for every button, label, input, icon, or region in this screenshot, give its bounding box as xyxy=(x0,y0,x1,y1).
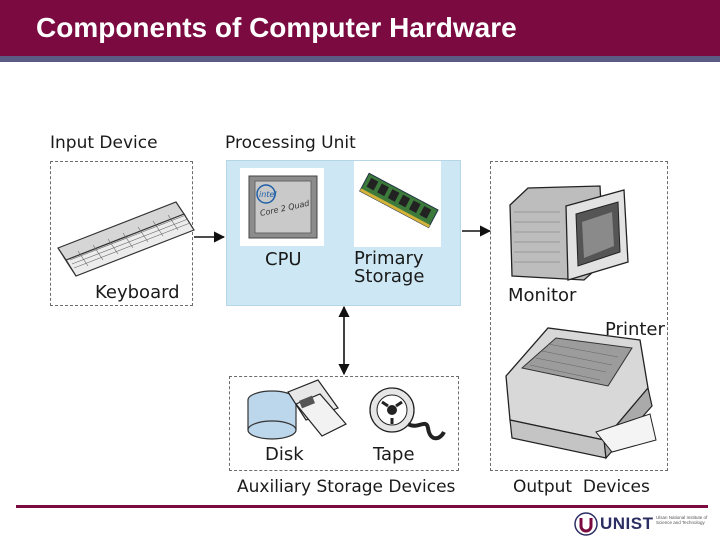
output-devices-box xyxy=(490,161,668,471)
primary-storage-label-line2: Storage xyxy=(354,266,425,287)
unist-logo-text: UNIST xyxy=(600,514,654,533)
unist-logo-subtext: Ulsan National Institute of Science and … xyxy=(656,515,708,525)
ram-module-icon xyxy=(359,172,439,229)
cpu-chip-text: intel xyxy=(259,190,277,199)
disk-icon xyxy=(247,379,347,440)
unist-logo: UNIST Ulsan National Institute of Scienc… xyxy=(574,511,714,537)
printer-label: Printer xyxy=(605,319,665,340)
disk-label: Disk xyxy=(265,444,304,465)
footer-rule xyxy=(16,505,708,508)
keyboard-label: Keyboard xyxy=(95,282,180,303)
title-bar xyxy=(0,0,720,56)
cpu-label: CPU xyxy=(265,249,302,270)
slide-title: Components of Computer Hardware xyxy=(36,12,517,43)
processing-unit-label: Processing Unit xyxy=(225,133,356,153)
monitor-icon xyxy=(509,185,629,281)
keyboard-icon xyxy=(57,201,195,277)
printer-icon xyxy=(505,327,657,460)
primary-storage-label-line1: Primary xyxy=(354,248,424,269)
monitor-label: Monitor xyxy=(508,285,577,306)
output-devices-label: Output Devices xyxy=(513,477,650,497)
auxiliary-storage-box xyxy=(229,376,459,471)
unist-emblem-icon xyxy=(574,512,598,536)
tape-label: Tape xyxy=(373,444,415,465)
tape-icon xyxy=(369,387,446,441)
cpu-chip-icon xyxy=(248,175,318,239)
primary-storage-label: Primary Storage xyxy=(354,250,424,286)
title-stripe xyxy=(0,56,720,62)
input-device-label: Input Device xyxy=(50,133,158,153)
input-device-box xyxy=(50,161,193,306)
auxiliary-storage-label: Auxiliary Storage Devices xyxy=(237,477,456,497)
